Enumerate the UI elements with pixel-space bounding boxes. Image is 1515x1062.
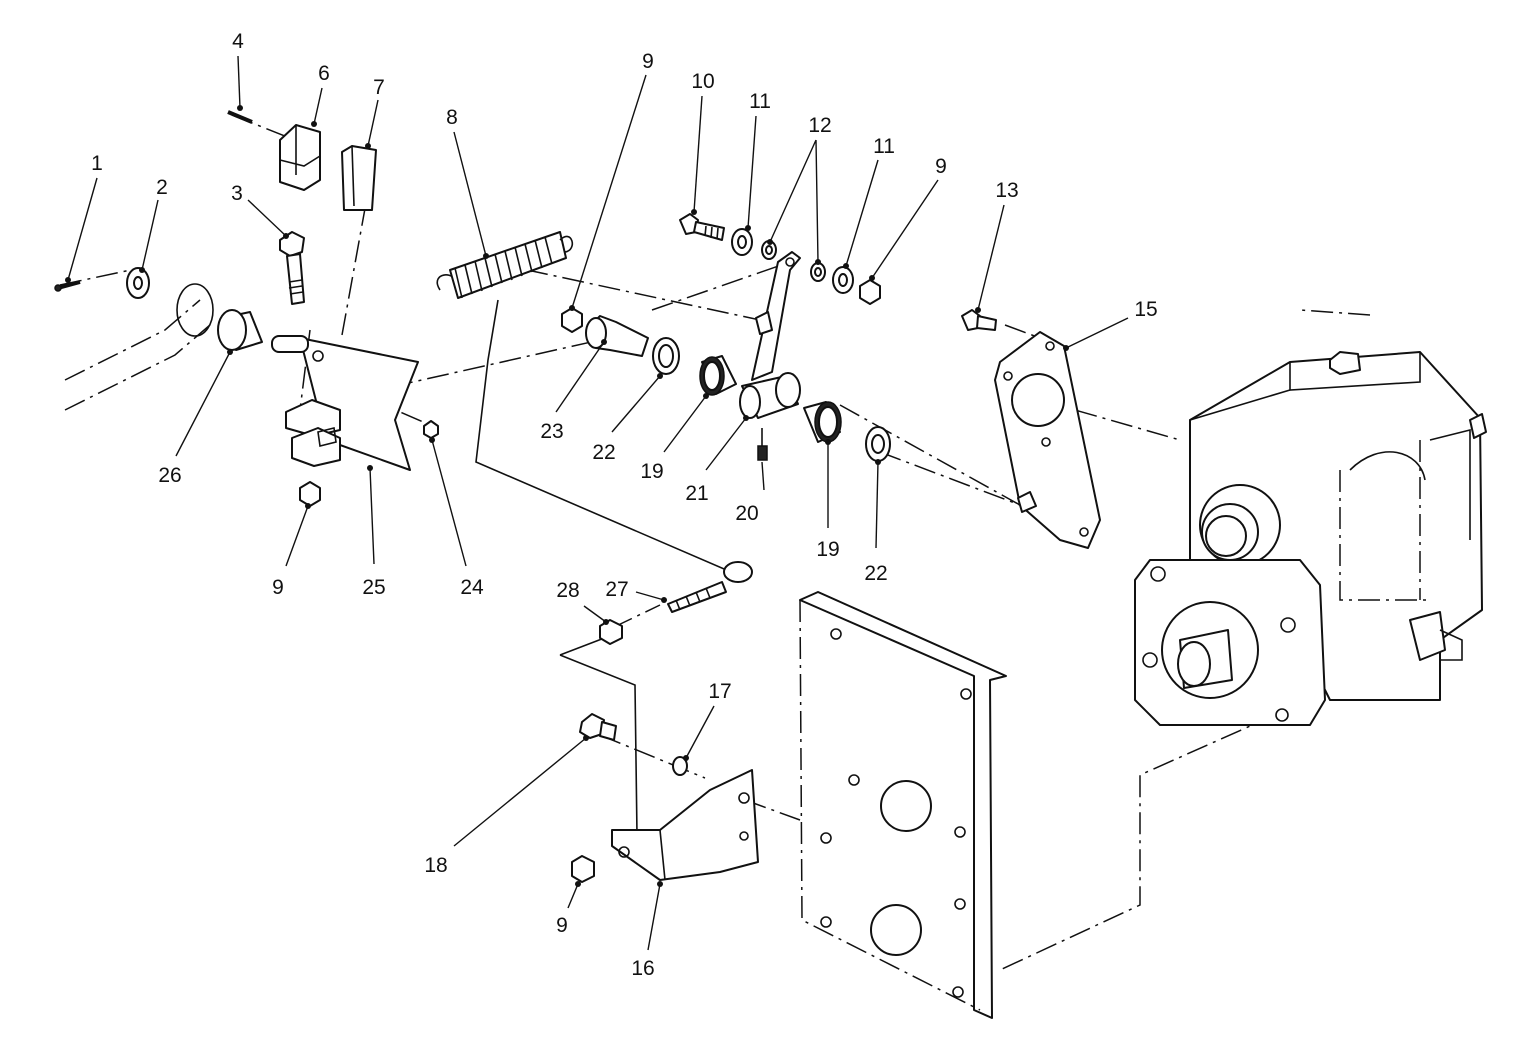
callout-18: 18	[424, 854, 447, 877]
callout-21: 21	[685, 482, 708, 505]
pin-part-4	[227, 110, 253, 124]
mounting-plate	[799, 591, 1007, 1019]
plate-part-7	[341, 145, 377, 211]
callout-24: 24	[460, 576, 484, 599]
nut-part-9-left	[299, 481, 321, 507]
nut-part-9-right	[859, 279, 881, 305]
callout-3: 3	[231, 182, 243, 205]
block-part-6	[279, 124, 321, 191]
washer-part-12-left	[761, 240, 777, 260]
nut-part-9-upper	[561, 307, 583, 333]
callout-17: 17	[708, 680, 731, 703]
spring-part-8	[436, 231, 574, 299]
callout-1: 1	[91, 152, 103, 175]
callout-28: 28	[556, 579, 579, 602]
spacer-part-23	[585, 315, 649, 357]
callout-7: 7	[373, 76, 385, 99]
washer-part-22-left	[652, 337, 680, 375]
callout-22-right: 22	[864, 562, 887, 585]
nut-part-28	[599, 619, 623, 645]
callout-26: 26	[158, 464, 181, 487]
callout-20: 20	[735, 502, 758, 525]
lever-part-21	[739, 251, 801, 419]
leader-lines	[67, 55, 1129, 951]
washer-part-22-right	[865, 426, 891, 462]
callout-16: 16	[631, 957, 654, 980]
callout-11-right: 11	[873, 135, 895, 158]
callout-25: 25	[362, 576, 385, 599]
washer-part-11-right	[832, 266, 854, 294]
callout-8: 8	[446, 106, 458, 129]
callout-9-bottom: 9	[556, 914, 568, 937]
nut-part-24	[423, 420, 439, 439]
bracket-part-25	[271, 335, 419, 471]
cotter-pin-part-1	[54, 280, 81, 292]
washer-part-2	[126, 267, 150, 299]
callout-19-right: 19	[816, 538, 839, 561]
washer-part-12-right	[810, 262, 826, 282]
callout-10: 10	[691, 70, 714, 93]
callout-9-left: 9	[272, 576, 284, 599]
bolt-part-3	[279, 231, 305, 305]
grease-fitting-part-20	[757, 428, 768, 461]
callout-19-left: 19	[640, 460, 663, 483]
bushing-part-19-right	[803, 401, 842, 443]
bracket-part-16	[611, 769, 759, 881]
adapter-plate-part-15	[994, 331, 1101, 549]
bolt-part-10	[679, 213, 725, 241]
callout-4: 4	[232, 30, 244, 53]
eyebolt-part-27	[667, 561, 753, 613]
callout-15: 15	[1134, 298, 1157, 321]
callout-2: 2	[156, 176, 168, 199]
callout-13: 13	[995, 179, 1018, 202]
callout-22-left: 22	[592, 441, 615, 464]
bolt-part-18	[579, 713, 617, 741]
hydrostatic-pump	[1134, 351, 1487, 726]
callout-12: 12	[808, 114, 831, 137]
callout-9-right: 9	[935, 155, 947, 178]
leader-dots	[65, 105, 1069, 887]
bushing-part-19-left	[699, 355, 737, 396]
lockwasher-part-17	[672, 756, 688, 776]
callout-23: 23	[540, 420, 563, 443]
bushing-part-26	[217, 309, 263, 351]
bolt-part-13	[961, 309, 997, 331]
callout-9-upper: 9	[642, 50, 654, 73]
nut-part-9-bottom	[571, 855, 595, 883]
callout-6: 6	[318, 62, 330, 85]
callout-11-left: 11	[749, 90, 771, 113]
pedal-shaft	[64, 283, 214, 411]
callout-27: 27	[605, 578, 628, 601]
washer-part-11-left	[731, 228, 753, 256]
callout-labels: 1 2 3 4 6 7 8 9 9 9 9 10 11 11 12 13 15 …	[91, 30, 1158, 980]
